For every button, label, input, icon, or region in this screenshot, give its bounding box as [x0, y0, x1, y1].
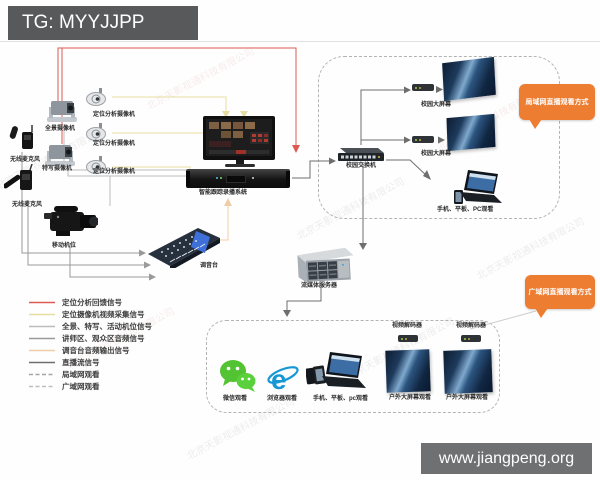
arrow-stream — [283, 310, 291, 317]
network-switch-icon — [338, 148, 384, 161]
lan-callout-bubble: 局域网直播观看方式 — [519, 84, 595, 129]
monitor-base — [225, 164, 255, 167]
video-decoder-label: 视频解码器 — [456, 323, 487, 329]
ptz-camera-icon — [47, 101, 77, 122]
wechat-view-label: 微信观看 — [223, 396, 248, 402]
arrow-audio — [149, 273, 156, 281]
wireless-mic-icon — [4, 164, 33, 190]
laptop-phone-icon — [454, 170, 502, 204]
page-tag-badge: TG: MYYJJPP — [8, 6, 198, 40]
site-url-link[interactable]: www.jiangpeng.org — [438, 450, 575, 467]
monitor-screen — [203, 116, 275, 160]
dome-camera-label: 定位分析摄像机 — [93, 169, 136, 175]
panorama-camera-label: 全景摄像机 — [45, 126, 76, 132]
dome-camera-icon — [86, 88, 106, 106]
dome-camera-label: 定位分析摄像机 — [93, 141, 136, 147]
laptop-phones-icon — [306, 352, 366, 388]
wan-callout-bubble: 广域网直播观看方式 — [525, 275, 595, 318]
arrow-mixer-out — [224, 198, 232, 206]
outdoor-screen — [443, 349, 493, 394]
dome-camera-icon — [86, 123, 106, 141]
mixer-label: 调音台 — [200, 263, 219, 269]
decoder-icon — [412, 84, 434, 91]
wireless-mic-label: 无线麦克风 — [12, 202, 43, 208]
dome-camera-label: 定位分析摄像机 — [93, 112, 136, 118]
media-server-label: 流媒体服务器 — [301, 283, 338, 289]
site-url-badge: www.jiangpeng.org — [421, 443, 592, 474]
decoder-icon — [412, 136, 434, 143]
mobile-camera-label: 移动机位 — [52, 243, 77, 249]
decoder-icon — [461, 335, 481, 342]
header-divider — [0, 41, 600, 42]
arrow-feedback — [292, 145, 300, 153]
campus-screen — [442, 56, 496, 102]
svg-text:e: e — [271, 364, 287, 394]
recording-server-unit — [186, 169, 290, 188]
wire-audio — [69, 243, 149, 278]
campus-screen — [446, 113, 496, 152]
outdoor-screen-label: 户外大屏幕观看 — [389, 395, 432, 401]
legend-item: 广域网观看 — [29, 381, 100, 391]
lan-region-outline — [318, 56, 560, 219]
monitor-stand — [236, 160, 244, 165]
browser-view-label: 浏览器观看 — [267, 396, 298, 402]
tag-label: TG: MYYJJPP — [22, 12, 145, 33]
legend-item: 定位摄像机视频采集信号 — [29, 309, 145, 319]
recorder-label: 智能跟踪录播系统 — [199, 190, 248, 196]
camcorder-icon — [44, 206, 98, 236]
dome-camera-icon — [86, 156, 106, 174]
campus-screen-label: 校园大屏幕 — [421, 151, 452, 157]
arrow-stream — [359, 243, 367, 250]
browser-ie-icon: e — [267, 364, 299, 394]
campus-switch-label: 校园交换机 — [346, 163, 377, 169]
legend-item: 直播流信号 — [29, 357, 100, 367]
switcher-ui-preview — [206, 119, 272, 156]
outdoor-screen-label: 户外大屏幕观看 — [446, 395, 489, 401]
legend-item: 局域网观看 — [29, 369, 100, 379]
wireless-mic-label: 无线麦克风 — [10, 157, 41, 163]
audio-mixer-icon — [148, 228, 220, 268]
watermark-text: 北京天影视通科技有限公司 — [475, 216, 587, 283]
preview-monitor — [203, 116, 275, 168]
video-decoder-label: 视频解码器 — [392, 323, 423, 329]
legend-item: 讲师区、观众区音频信号 — [29, 333, 145, 343]
legend-item: 全景、特写、活动机位信号 — [29, 321, 152, 331]
closeup-camera-label: 特写摄像机 — [42, 166, 73, 172]
wechat-icon — [220, 360, 256, 392]
lan-viewers-label: 手机、平板、PC观看 — [437, 207, 494, 213]
legend-item: 调音台音频输出信号 — [29, 345, 130, 355]
outdoor-screen — [385, 349, 431, 393]
watermark-text: 北京天影视通科技有限公司 — [145, 46, 257, 113]
wireless-mic-icon — [9, 125, 33, 149]
ptz-camera-icon — [45, 145, 75, 166]
media-server-icon — [297, 247, 354, 283]
legend-item: 定位分析回馈信号 — [29, 297, 122, 307]
wan-region-outline — [206, 320, 500, 413]
wan-viewers-label: 手机、平板、pc观看 — [313, 396, 369, 402]
decoder-icon — [398, 335, 418, 342]
campus-screen-label: 校园大屏幕 — [421, 102, 452, 108]
